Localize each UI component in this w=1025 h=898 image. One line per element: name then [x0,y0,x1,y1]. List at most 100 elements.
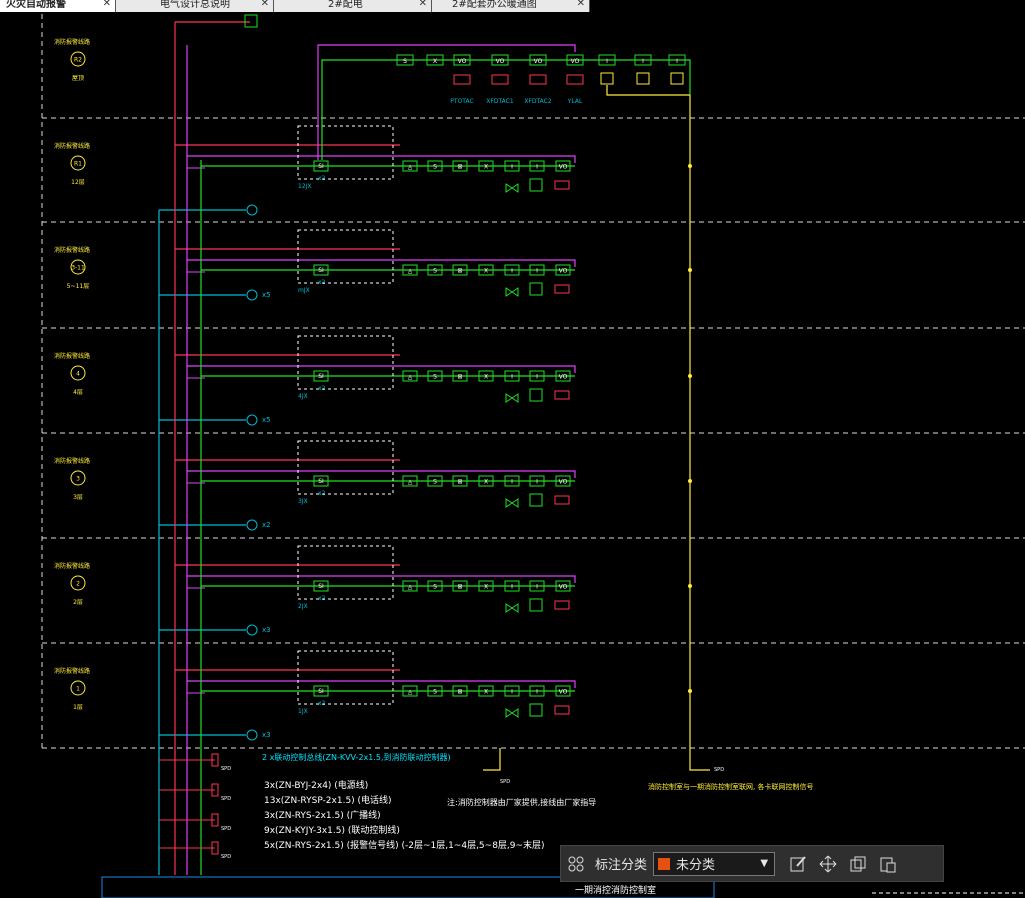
svg-text:I: I [511,584,513,591]
roof-equipment-label: XFDTAC1 [486,98,514,105]
svg-text:I: I [536,584,538,591]
detector-box [452,685,468,697]
move-icon[interactable] [813,849,843,879]
svg-text:S: S [433,268,437,275]
alarm-box [554,180,570,190]
detector-box [427,685,443,697]
tab-hvac[interactable]: 2#配套办公暖通图 ✕ [432,0,590,12]
floor-code: R2 [74,57,82,64]
svg-text:S: S [403,58,407,65]
annotation-toolbar: 标注分类 未分类 ▼ [560,845,944,882]
close-icon[interactable]: ✕ [102,0,111,9]
grid-icon[interactable] [561,849,591,879]
tab-label: 火灾自动报警 [6,0,66,10]
svg-text:SI: SI [318,688,324,695]
svg-text:X: X [484,164,488,171]
input-module-box [313,685,329,697]
svg-text:VO: VO [496,58,505,65]
close-icon[interactable]: ✕ [576,0,585,9]
alarm-box [554,495,570,505]
detector-box [452,160,468,172]
terminal-circle [246,204,258,216]
roof-module-box [668,54,686,66]
floor-tag: 消防报警线路 [54,352,90,360]
tab-power-distribution[interactable]: 2#配电 ✕ [274,0,432,12]
svg-text:VO: VO [559,584,568,591]
panel-qty: x2 [318,595,326,602]
spd-label: SPD [221,766,231,772]
input-module-box [313,264,329,276]
svg-text:VO: VO [458,58,467,65]
control-room-box [101,876,715,898]
panel-name: 12JX [298,183,312,190]
detector-box [402,370,418,382]
tab-fire-alarm[interactable]: 火灾自动报警 ✕ [0,0,116,12]
detector-box [427,370,443,382]
panel-name: 1JX [298,708,308,715]
floor-name: 1层 [73,704,83,711]
roof-module-box [529,54,547,66]
roof-fan-box [453,74,471,85]
svg-text:S: S [433,374,437,381]
roof-fan-box [491,74,509,85]
floor-name: 2层 [73,599,83,606]
detector-box [402,160,418,172]
svg-text:I: I [511,164,513,171]
spd-box [211,813,219,827]
detector-box [402,685,418,697]
edit-icon[interactable] [783,849,813,879]
detector-box [452,264,468,276]
copy-icon[interactable] [843,849,873,879]
svg-text:SI: SI [318,267,324,274]
svg-text:X: X [484,268,488,275]
close-icon[interactable]: ✕ [260,0,269,9]
bottom-notes-area: 2 x联动控制总线(ZN-KVV-2x1.5,到消防联动控制器) 3x(ZN-B… [101,748,1025,898]
sounder-box [529,388,543,402]
floor-name: 屋顶 [72,75,84,82]
roof-module-box [453,54,471,66]
svg-text:I: I [511,689,513,696]
tab-electrical-notes[interactable]: 电气设计总说明 ✕ [116,0,274,12]
category-dropdown[interactable]: 未分类 ▼ [653,851,776,876]
svg-text:◬: ◬ [408,479,413,486]
floor-badge [70,575,86,591]
terminal-qty: x3 [262,626,271,634]
detector-box [452,475,468,487]
floor-badge [70,259,86,275]
svg-text:X: X [484,689,488,696]
detector-box [504,475,520,487]
svg-text:⊠: ⊠ [457,584,462,591]
junction-panel-box [297,440,394,495]
terminal-circle [246,289,258,301]
floor-badge [70,155,86,171]
tab-label: 2#配电 [328,0,363,10]
svg-text:◬: ◬ [408,374,413,381]
sounder-box [529,703,543,717]
roof-equipment-label: XFDTAC2 [524,98,552,105]
terminal-circle [246,519,258,531]
terminal-qty: x5 [262,416,271,424]
svg-text:I: I [642,58,644,65]
alarm-box [554,600,570,610]
roof-module-box [634,54,652,66]
svg-text:I: I [536,374,538,381]
detector-box [504,264,520,276]
svg-text:X: X [433,58,437,65]
terminal-circle [246,624,258,636]
spd-box [211,841,219,855]
paste-icon[interactable] [873,849,903,879]
detector-box [529,160,545,172]
roof-module-box [598,54,616,66]
category-color-swatch [658,857,671,870]
terminal-qty: x2 [262,521,271,529]
close-icon[interactable]: ✕ [418,0,427,9]
detector-box [555,160,571,172]
panel-name: mJX [298,287,310,294]
roof-module-box [566,54,584,66]
alarm-box [554,284,570,294]
svg-text:SI: SI [318,163,324,170]
